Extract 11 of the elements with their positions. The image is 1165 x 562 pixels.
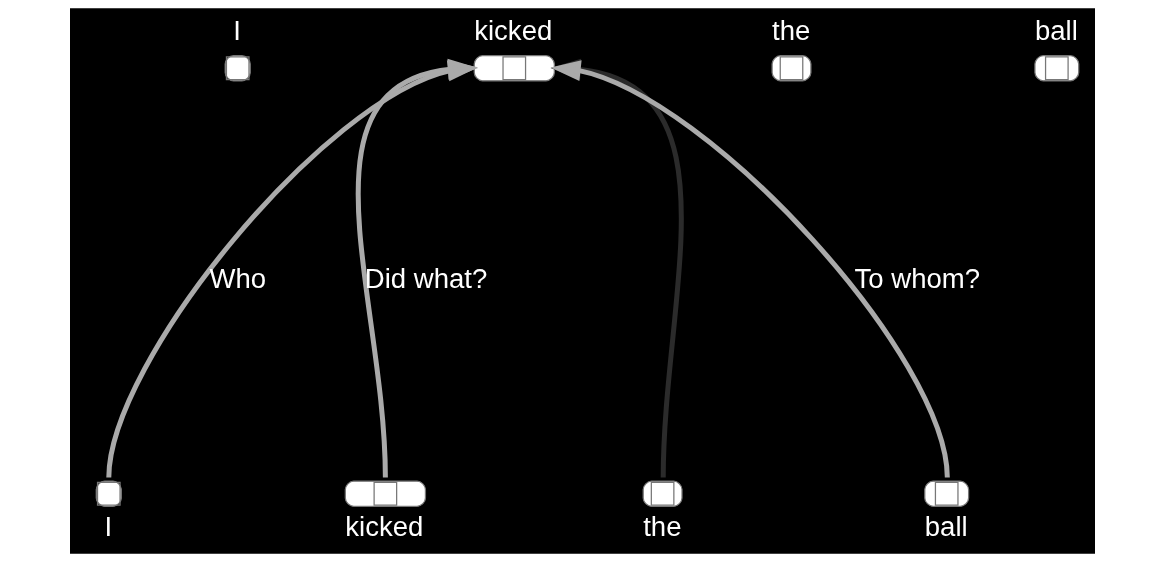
node-label: kicked xyxy=(345,510,424,542)
node-label: the xyxy=(772,15,811,47)
node-label: I xyxy=(233,15,241,47)
edge-label: Did what? xyxy=(364,263,488,295)
node-label: I xyxy=(104,510,113,542)
node-label: kicked xyxy=(474,15,553,47)
node-label: ball xyxy=(1034,15,1078,47)
node-label: the xyxy=(643,510,682,542)
node-label: ball xyxy=(924,510,968,542)
edge-label: To whom? xyxy=(854,263,980,295)
edge-label: Who xyxy=(209,263,266,295)
